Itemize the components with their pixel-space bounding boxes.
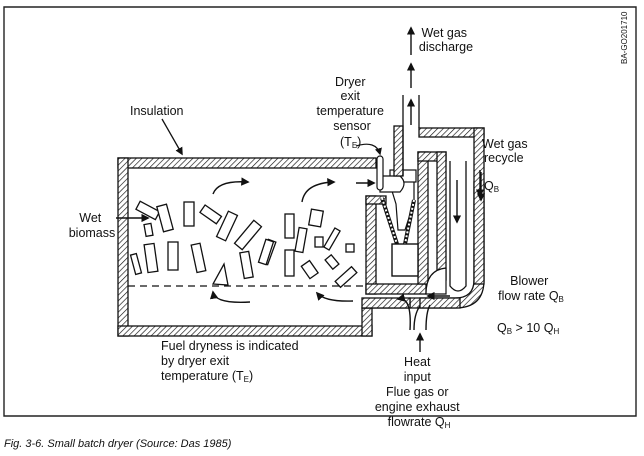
cyclone-housing: [365, 151, 467, 295]
figure-caption: Fig. 3-6. Small batch dryer (Source: Das…: [4, 438, 232, 450]
label-flow-relation: QB > 10 QH: [497, 321, 559, 336]
label-recycle-flow: QB: [484, 179, 499, 194]
label-heat-input: Heat input Flue gas or engine exhaust fl…: [375, 355, 463, 430]
figure-frame: [3, 6, 637, 417]
label-wet-biomass: Wet biomass: [69, 211, 116, 240]
biomass-particles: [129, 200, 358, 289]
label-wet-gas-discharge: Wet gas discharge: [419, 26, 473, 54]
label-insulation: Insulation: [130, 104, 184, 118]
collection-box: [391, 243, 419, 277]
label-wet-gas-recycle: Wet gas recycle: [482, 137, 531, 165]
label-sensor-symbol: (TE): [340, 135, 361, 150]
drying-chamber: [117, 157, 485, 337]
exhaust-stack: [393, 95, 485, 285]
label-blower-flow-rate: Blower flow rate QB: [498, 274, 564, 304]
temperature-sensor: [355, 143, 384, 191]
figure-code: BA-GO201710: [620, 11, 629, 64]
flow-arrows: [116, 26, 485, 352]
label-dryer-exit-sensor: Dryer exit temperature sensor: [317, 75, 388, 133]
label-fuel-dryness: Fuel dryness is indicated by dryer exit …: [161, 339, 302, 384]
insulation-pointer: [161, 118, 183, 156]
